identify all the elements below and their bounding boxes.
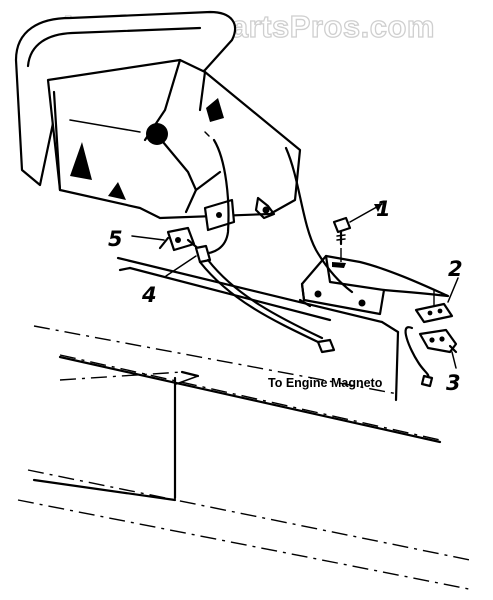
callout-1: 1 [376,197,391,221]
tractor-body-outline [17,256,475,591]
mower-deck-housing [14,10,302,256]
part-3-switch [404,326,458,388]
part-1-bolt [332,203,383,262]
callout-3: 3 [446,371,461,395]
control-cable [284,146,354,294]
part-4-wire-connector [165,244,336,354]
part-5-switch-assembly [131,226,202,252]
callout-4: 4 [141,283,157,307]
engine-magneto-label: To Engine Magneto [268,376,383,390]
callout-5: 5 [108,227,123,251]
callout-2: 2 [448,257,463,281]
handle-bracket [300,254,450,316]
part-2-clip [414,277,459,324]
